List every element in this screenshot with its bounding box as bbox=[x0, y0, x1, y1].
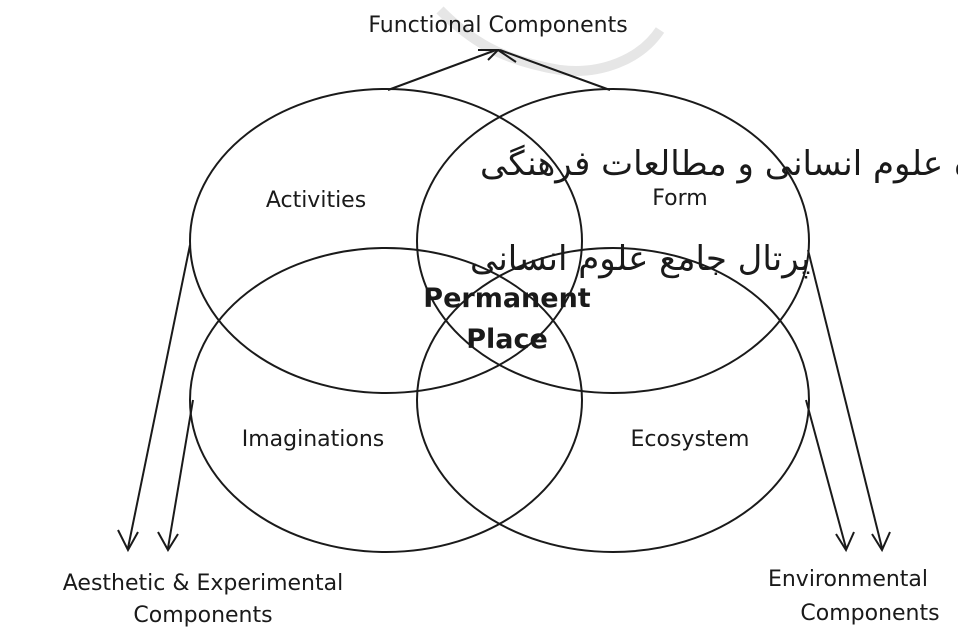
circle-activities bbox=[189, 88, 583, 394]
arrow-head-functional-right bbox=[497, 49, 517, 63]
activities-label: Activities bbox=[266, 188, 366, 213]
arrow-activities-to-functional bbox=[387, 49, 497, 91]
arrow-imaginations-to-aesthetic bbox=[157, 399, 194, 552]
watermark-line-1: پژوهشگاه علوم انسانی و مطالعات فرهنگی bbox=[480, 144, 958, 184]
arrow-activities-to-aesthetic bbox=[117, 244, 191, 553]
arrow-form-to-environmental bbox=[807, 249, 891, 553]
arrow-form-to-functional bbox=[499, 49, 611, 91]
arrow-ecosystem-to-environmental bbox=[805, 399, 855, 553]
center-label-line-2: Place bbox=[466, 324, 548, 355]
circle-form bbox=[416, 88, 810, 394]
environmental-components-label-line-2: Components bbox=[800, 601, 939, 626]
center-label-line-1: Permanent bbox=[423, 283, 591, 314]
watermark: پژوهشگاه علوم انسانی و مطالعات فرهنگی پر… bbox=[436, 6, 958, 279]
ecosystem-label: Ecosystem bbox=[631, 427, 750, 452]
circle-imaginations bbox=[189, 247, 583, 553]
form-label: Form bbox=[652, 186, 707, 211]
functional-components-label: Functional Components bbox=[368, 13, 627, 38]
watermark-line-2: پرتال جامع علوم انسانی bbox=[470, 239, 810, 279]
aesthetic-components-label-line-2: Components bbox=[133, 603, 272, 628]
imaginations-label: Imaginations bbox=[242, 427, 385, 452]
watermark-logo-shape bbox=[436, 6, 665, 76]
environmental-components-label-line-1: Environmental bbox=[768, 567, 928, 592]
circle-ecosystem bbox=[416, 247, 810, 553]
aesthetic-components-label-line-1: Aesthetic & Experimental bbox=[63, 571, 343, 596]
